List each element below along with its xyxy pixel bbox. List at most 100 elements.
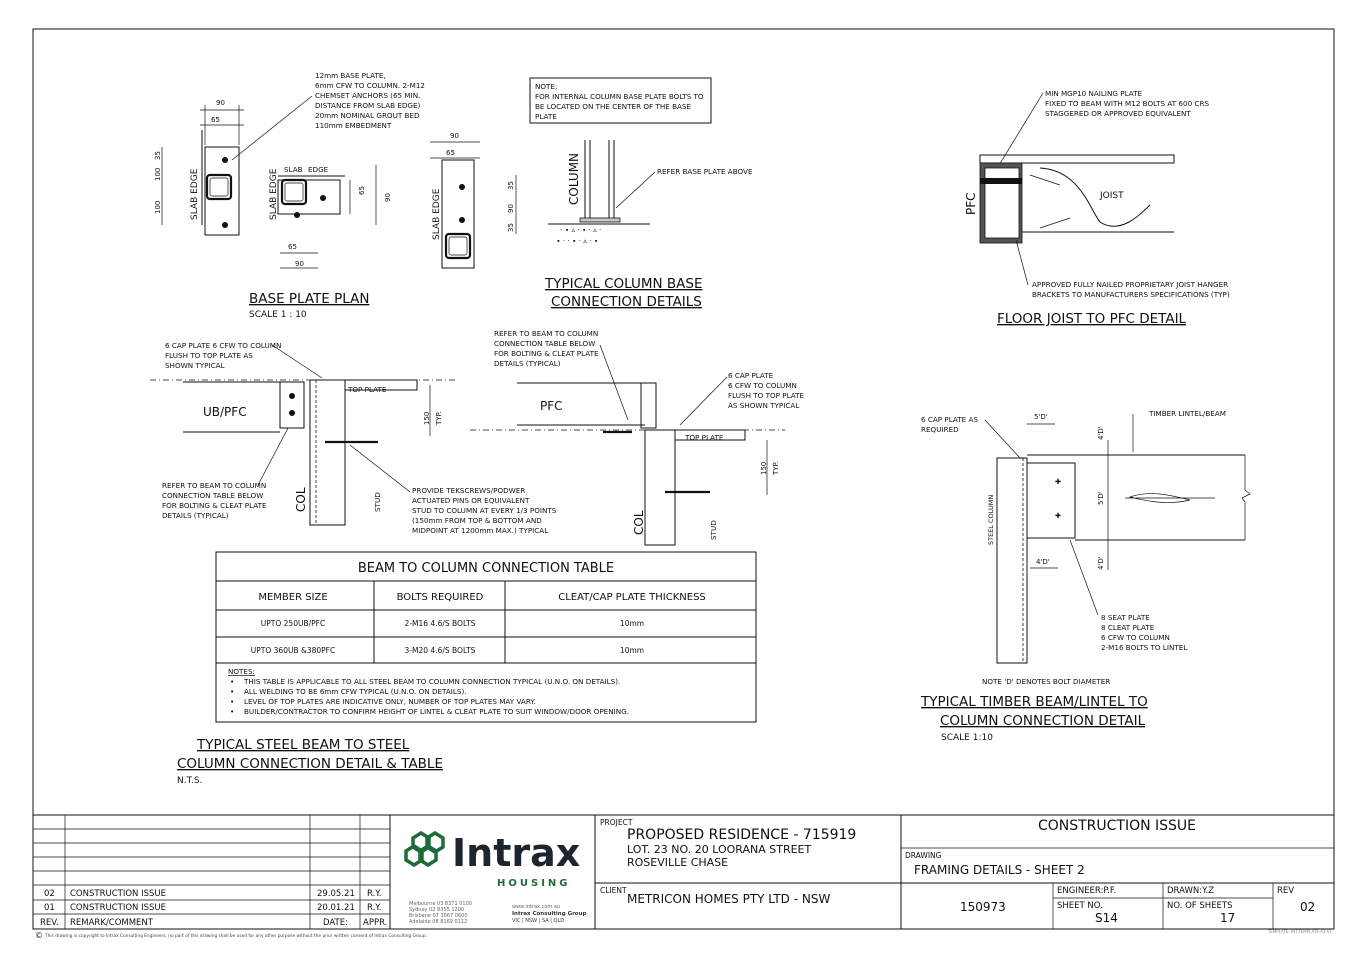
column-base-detail: NOTE: FOR INTERNAL COLUMN BASE PLATE BOL… (529, 77, 753, 310)
svg-text:BRACKETS TO MANUFACTURERS SPEC: BRACKETS TO MANUFACTURERS SPECIFICATIONS… (1032, 290, 1230, 299)
table-title: BEAM TO COLUMN CONNECTION TABLE (358, 561, 614, 576)
svg-text:STAGGERED OR APPROVED EQUIVALE: STAGGERED OR APPROVED EQUIVALENT (1045, 109, 1191, 118)
svg-text:TYP.: TYP. (772, 461, 780, 476)
svg-text:(150mm FROM TOP & BOTTOM AND: (150mm FROM TOP & BOTTOM AND (412, 516, 542, 525)
svg-text:NOTE 'D' DENOTES BOLT DIAMETER: NOTE 'D' DENOTES BOLT DIAMETER (982, 677, 1110, 686)
svg-text:ALL WELDING TO BE 6mm CFW TYPI: ALL WELDING TO BE 6mm CFW TYPICAL (U.N.O… (244, 687, 467, 696)
svg-text:TYPICAL TIMBER BEAM/LINTEL TO: TYPICAL TIMBER BEAM/LINTEL TO (920, 694, 1148, 710)
table-cell: 10mm (620, 619, 644, 628)
svg-text:01: 01 (44, 903, 55, 913)
svg-text:20.01.21: 20.01.21 (317, 903, 355, 913)
svg-text:SLAB EDGE: SLAB EDGE (432, 188, 442, 240)
svg-text:12mm BASE PLATE,: 12mm BASE PLATE, (315, 71, 386, 80)
svg-text:90: 90 (216, 99, 225, 107)
svg-text:TYPICAL COLUMN BASE: TYPICAL COLUMN BASE (544, 276, 703, 292)
svg-text:www.intrax.com.au: www.intrax.com.au (512, 904, 560, 910)
svg-text:CHEMSET ANCHORS (65 MIN.: CHEMSET ANCHORS (65 MIN. (315, 91, 420, 100)
svg-text:COLUMN CONNECTION DETAIL: COLUMN CONNECTION DETAIL (940, 713, 1146, 729)
svg-text:6 CFW TO COLUMN: 6 CFW TO COLUMN (1101, 633, 1170, 642)
svg-text:PLATE: PLATE (535, 112, 557, 121)
svg-text:REMARK/COMMENT: REMARK/COMMENT (70, 918, 154, 928)
base-plate-title: BASE PLATE PLAN (249, 291, 369, 307)
svg-text:2-M16 BOLTS TO LINTEL: 2-M16 BOLTS TO LINTEL (1101, 643, 1187, 652)
svg-text:02: 02 (44, 889, 55, 899)
svg-text:LOT. 23 NO. 20 LOORANA STREET: LOT. 23 NO. 20 LOORANA STREET (627, 843, 811, 856)
svg-text:REFER BASE PLATE ABOVE: REFER BASE PLATE ABOVE (657, 167, 753, 176)
svg-text:COL: COL (632, 510, 646, 535)
svg-text:4'D': 4'D' (1097, 426, 1105, 440)
svg-text:35: 35 (507, 223, 515, 232)
table-header: CLEAT/CAP PLATE THICKNESS (558, 592, 706, 603)
svg-text:TYPICAL STEEL BEAM TO STEEL: TYPICAL STEEL BEAM TO STEEL (196, 737, 410, 753)
svg-text:FOR BOLTING & CLEAT PLATE: FOR BOLTING & CLEAT PLATE (494, 349, 599, 358)
column-section (205, 173, 233, 201)
svg-text:NOTES:: NOTES: (228, 667, 255, 676)
copyright-icon: © (35, 931, 43, 940)
svg-text:90: 90 (384, 193, 392, 202)
svg-text:SHEET NO.: SHEET NO. (1057, 901, 1103, 911)
floor-joist-detail: MIN MGP10 NAILING PLATE FIXED TO BEAM WI… (964, 89, 1230, 327)
svg-text:MIDPOINT AT 1200mm MAX.) TYPIC: MIDPOINT AT 1200mm MAX.) TYPICAL (412, 526, 548, 535)
revision-header: REV. REMARK/COMMENT DATE: APPR. (40, 918, 387, 928)
svg-text:LEVEL OF TOP PLATES ARE INDICA: LEVEL OF TOP PLATES ARE INDICATIVE ONLY,… (244, 697, 536, 706)
svg-text:6 CAP PLATE 6 CFW TO COLUMN: 6 CAP PLATE 6 CFW TO COLUMN (165, 341, 281, 350)
svg-text:STEEL COLUMN: STEEL COLUMN (987, 495, 995, 545)
svg-text:SCALE 1:10: SCALE 1:10 (941, 733, 993, 743)
svg-text:THIS TABLE IS APPLICABLE TO AL: THIS TABLE IS APPLICABLE TO ALL STEEL BE… (243, 677, 620, 686)
drawing-title: FRAMING DETAILS - SHEET 2 (914, 863, 1085, 877)
svg-text:HOUSING: HOUSING (497, 878, 571, 889)
svg-text:VIC | NSW | SA | QLD: VIC | NSW | SA | QLD (512, 918, 564, 924)
svg-text:TOP PLATE: TOP PLATE (684, 433, 724, 442)
svg-text:FIXED TO BEAM WITH M12 BOLTS A: FIXED TO BEAM WITH M12 BOLTS AT 600 CRS (1045, 99, 1209, 108)
svg-text:ROSEVILLE CHASE: ROSEVILLE CHASE (627, 856, 728, 869)
svg-text:TYP.: TYP. (435, 411, 443, 426)
svg-text:FOR BOLTING & CLEAT PLATE: FOR BOLTING & CLEAT PLATE (162, 501, 267, 510)
svg-text:5'D': 5'D' (1097, 491, 1105, 505)
svg-text:COL: COL (294, 487, 308, 512)
svg-text:TOP PLATE: TOP PLATE (347, 385, 387, 394)
svg-text:35: 35 (154, 151, 162, 160)
svg-text:COLUMN CONNECTION DETAIL & TAB: COLUMN CONNECTION DETAIL & TABLE (177, 756, 443, 772)
sheet-border (32, 28, 1335, 930)
svg-text:EDGE: EDGE (308, 165, 329, 174)
svg-text:CLIENT: CLIENT (600, 886, 627, 895)
svg-text:∙ · · ∙ · ▵ · ∙: ∙ · · ∙ · ▵ · ∙ (556, 236, 598, 245)
sheet-number: S14 (1095, 911, 1118, 925)
svg-text:REFER TO BEAM TO COLUMN: REFER TO BEAM TO COLUMN (162, 481, 266, 490)
svg-text:65: 65 (446, 149, 455, 157)
svg-text:90: 90 (507, 204, 515, 213)
client-name: METRICON HOMES PTY LTD - NSW (627, 892, 830, 906)
svg-text:APPROVED FULLY NAILED PROPRIET: APPROVED FULLY NAILED PROPRIETARY JOIST … (1032, 280, 1228, 289)
svg-text:4'D': 4'D' (1036, 558, 1050, 566)
revision-row: 02 CONSTRUCTION ISSUE 29.05.21 R.Y. (44, 889, 381, 899)
svg-text:MIN MGP10 NAILING PLATE: MIN MGP10 NAILING PLATE (1045, 89, 1143, 98)
svg-text:JOIST: JOIST (1099, 191, 1124, 201)
table-cell: 10mm (620, 646, 644, 655)
svg-text:APPR.: APPR. (363, 918, 387, 928)
svg-text:SHOWN TYPICAL: SHOWN TYPICAL (165, 361, 225, 370)
svg-text:150: 150 (760, 462, 768, 475)
svg-text:REFER TO BEAM TO COLUMN: REFER TO BEAM TO COLUMN (494, 329, 598, 338)
svg-text:STUD TO COLUMN AT EVERY 1/3 PO: STUD TO COLUMN AT EVERY 1/3 POINTS (412, 506, 557, 515)
svg-text:ACTUATED PINS OR EQUIVALENT: ACTUATED PINS OR EQUIVALENT (412, 496, 530, 505)
svg-text:STUD: STUD (373, 492, 382, 512)
svg-text:•: • (230, 697, 234, 706)
svg-text:PFC: PFC (964, 192, 978, 215)
svg-text:AS SHOWN TYPICAL: AS SHOWN TYPICAL (728, 401, 799, 410)
svg-text:✚: ✚ (1055, 477, 1061, 486)
table-header: BOLTS REQUIRED (397, 592, 484, 603)
svg-text:CONNECTION TABLE BELOW: CONNECTION TABLE BELOW (162, 491, 263, 500)
title-block: 02 CONSTRUCTION ISSUE 29.05.21 R.Y. 01 C… (33, 814, 1334, 929)
svg-text:FLUSH TO TOP PLATE: FLUSH TO TOP PLATE (728, 391, 805, 400)
svg-text:R.Y.: R.Y. (367, 889, 381, 899)
svg-text:DETAILS (TYPICAL): DETAILS (TYPICAL) (494, 359, 561, 368)
svg-text:CONSTRUCTION ISSUE: CONSTRUCTION ISSUE (70, 903, 166, 913)
timber-beam-detail: 6 CAP PLATE AS REQUIRED ✚ ✚ 5'D' 4'D' 5'… (920, 409, 1251, 743)
svg-text:35: 35 (507, 181, 515, 190)
svg-text:•: • (230, 677, 234, 686)
table-cell: UPTO 360UB &380PFC (251, 646, 335, 655)
svg-text:Sydney 02 8355 1200: Sydney 02 8355 1200 (409, 907, 464, 913)
svg-text:STUD: STUD (709, 520, 718, 540)
svg-text:SLAB: SLAB (284, 165, 303, 174)
